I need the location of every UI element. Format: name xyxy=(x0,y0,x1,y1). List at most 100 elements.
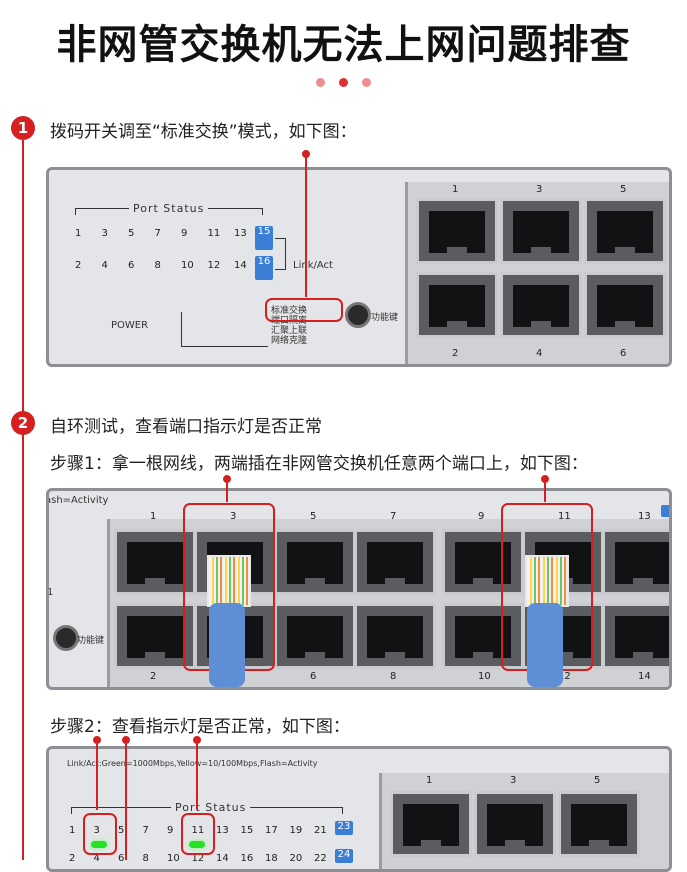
port-number: 20 xyxy=(289,853,303,864)
port-status-label: Port Status xyxy=(171,801,251,814)
port-status-label: Port Status xyxy=(129,202,209,215)
port-label: 4 xyxy=(536,348,543,359)
rj45-port xyxy=(602,603,669,669)
rj45-port xyxy=(584,272,666,338)
side-mark: 1 xyxy=(47,587,54,598)
led-label: 24 xyxy=(337,849,351,860)
port-label: 1 xyxy=(150,511,157,522)
port-number: 10 xyxy=(167,853,180,864)
step-number: 2 xyxy=(11,411,35,435)
port-number: 19 xyxy=(289,825,303,836)
port-number: 9 xyxy=(167,825,174,836)
port-number: 13 xyxy=(234,228,247,239)
rj45-port xyxy=(500,198,582,264)
port-number: 3 xyxy=(93,825,100,836)
port-label: 5 xyxy=(620,184,627,195)
port-number: 4 xyxy=(101,260,108,271)
port-label: 1 xyxy=(452,184,459,195)
port-number: 21 xyxy=(314,825,327,836)
network-cable-right xyxy=(527,603,563,687)
highlight-led-11 xyxy=(181,813,215,855)
link-act-label: Link/Act xyxy=(293,260,333,271)
led-23: 23 xyxy=(335,821,353,835)
port-label: 11 xyxy=(558,511,571,522)
led-label: 23 xyxy=(337,821,351,832)
rj45-port xyxy=(558,791,640,857)
decor-dot xyxy=(362,78,371,87)
port-number: 14 xyxy=(234,260,247,271)
port-number: 6 xyxy=(118,853,125,864)
function-key-label: 功能键 xyxy=(77,636,105,646)
callout-stem xyxy=(544,482,546,502)
rj45-port xyxy=(354,529,436,595)
rj45-port xyxy=(274,529,356,595)
callout-pin xyxy=(193,736,201,744)
decor-dot xyxy=(316,78,325,87)
link-led-port-11 xyxy=(189,841,205,848)
function-key-knob[interactable] xyxy=(53,625,79,651)
rj45-port xyxy=(390,791,472,857)
page-title: 非网管交换机无法上网问题排查 xyxy=(56,22,631,68)
led-label: 16 xyxy=(257,256,271,267)
port-number: 16 xyxy=(240,853,254,864)
led-15: 15 xyxy=(255,226,273,250)
port-number: 8 xyxy=(142,853,149,864)
port-number: 12 xyxy=(207,260,221,271)
rj45-port xyxy=(584,198,666,264)
highlight-led-3 xyxy=(83,813,117,855)
mode-clone: 网络克隆 xyxy=(271,336,308,346)
port-label: 8 xyxy=(390,671,397,682)
rj45-port xyxy=(500,272,582,338)
port-label: 7 xyxy=(390,511,397,522)
mode-standard: 标准交换 xyxy=(271,306,308,316)
callout-stem xyxy=(196,744,198,810)
port-number: 10 xyxy=(181,260,194,271)
function-key-knob[interactable] xyxy=(345,302,371,328)
port-number: 6 xyxy=(128,260,135,271)
port-label: 6 xyxy=(620,348,627,359)
legend-fragment: ash=Activity xyxy=(46,495,109,506)
port-number: 11 xyxy=(191,825,205,836)
callout-pin xyxy=(93,736,101,744)
port-number: 14 xyxy=(216,853,229,864)
port-label: 9 xyxy=(478,511,485,522)
link-act-bracket xyxy=(275,238,286,270)
port-number: 2 xyxy=(75,260,82,271)
port-number: 15 xyxy=(240,825,254,836)
link-led-port-3 xyxy=(91,841,107,848)
port-label: 6 xyxy=(310,671,317,682)
port-number: 13 xyxy=(216,825,229,836)
callout-stem xyxy=(125,744,127,860)
rj45-port xyxy=(114,529,196,595)
port-number: 9 xyxy=(181,228,188,239)
port-number: 5 xyxy=(128,228,135,239)
step-number: 1 xyxy=(11,116,35,140)
rj45-port xyxy=(602,529,669,595)
port-label: 3 xyxy=(510,775,517,786)
rj45-port xyxy=(354,603,436,669)
port-number: 8 xyxy=(154,260,161,271)
network-cable-left xyxy=(209,603,245,687)
dip-bracket xyxy=(181,312,268,347)
port-label: 1 xyxy=(426,775,433,786)
port-number: 7 xyxy=(142,825,149,836)
led-24: 24 xyxy=(335,849,353,863)
port-number: 2 xyxy=(69,853,76,864)
led-edge xyxy=(661,505,669,517)
port-label: 3 xyxy=(536,184,543,195)
switch-led-panel: Link/Act:Green=1000Mbps,Yellow=10/100Mbp… xyxy=(46,746,672,872)
sub-step-1: 步骤1：拿一根网线，两端插在非网管交换机任意两个端口上，如下图： xyxy=(50,454,588,474)
port-number: 17 xyxy=(265,825,278,836)
port-number: 12 xyxy=(191,853,205,864)
port-number: 3 xyxy=(101,228,108,239)
port-label: 14 xyxy=(638,671,651,682)
step-text: 自环测试，查看端口指示灯是否正常 xyxy=(50,417,322,437)
port-number: 4 xyxy=(93,853,100,864)
callout-pin xyxy=(122,736,130,744)
port-label: 12 xyxy=(558,671,571,682)
led-16: 16 xyxy=(255,256,273,280)
cable-plug-right xyxy=(525,555,569,607)
port-number: 22 xyxy=(314,853,327,864)
callout-stem xyxy=(96,744,98,810)
decor-dot xyxy=(339,78,348,87)
